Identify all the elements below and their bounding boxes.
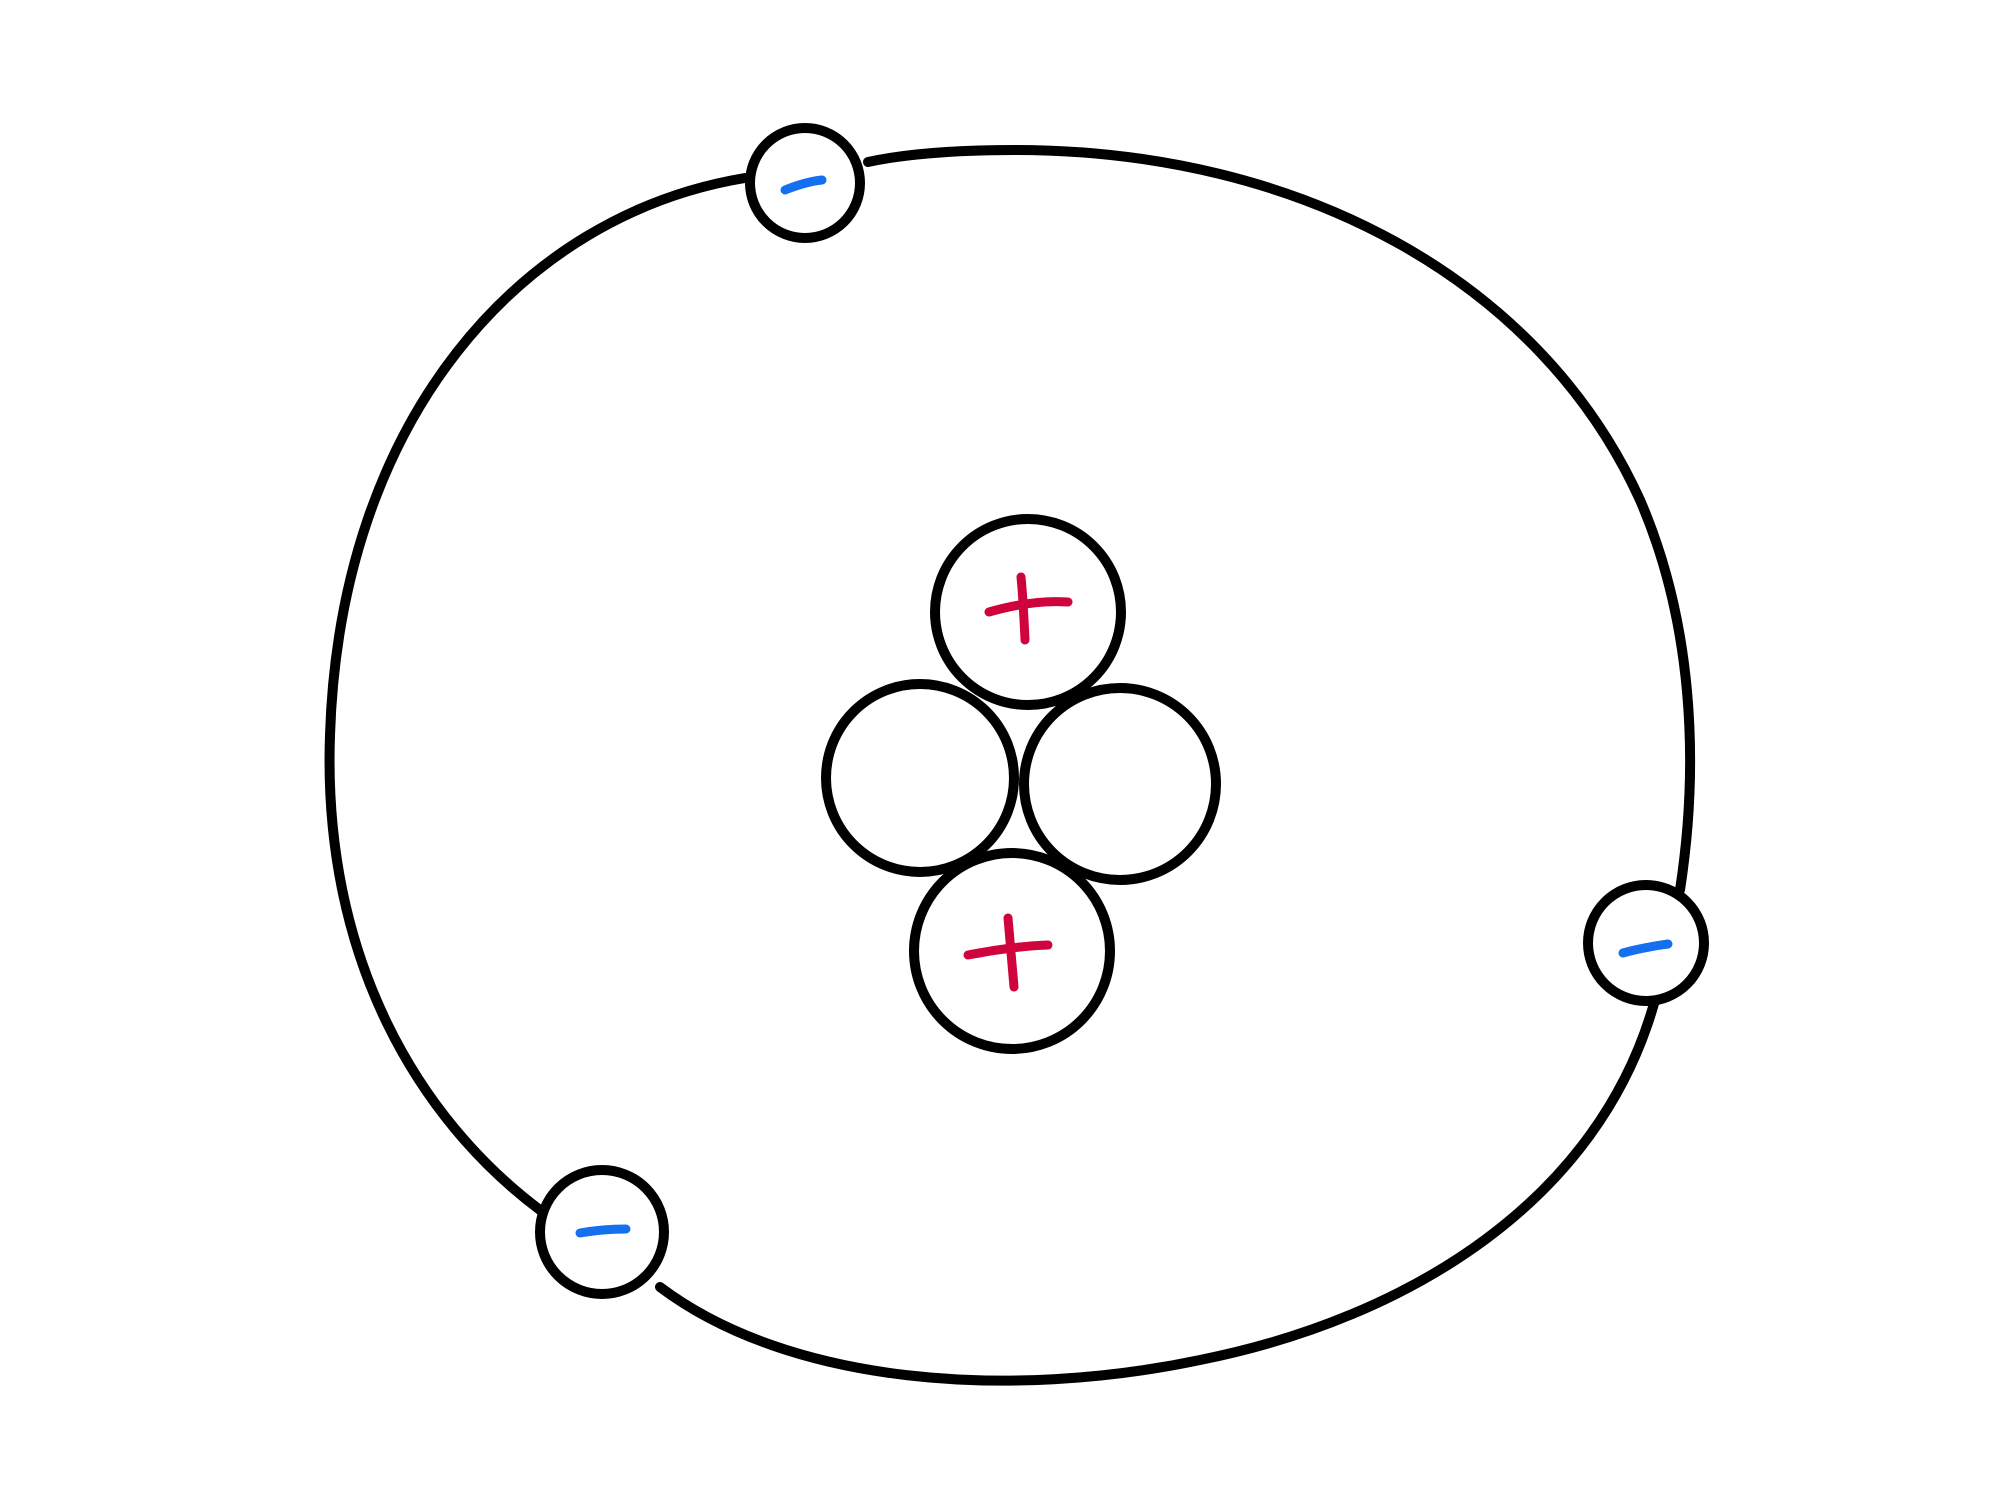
plus-icon [984, 572, 1073, 645]
neutron-left [821, 679, 1019, 877]
minus-icon [575, 1224, 631, 1238]
electron-bottom-left [535, 1165, 669, 1299]
minus-icon [1618, 939, 1673, 958]
plus-icon [963, 913, 1053, 992]
proton-bottom [909, 848, 1115, 1054]
minus-icon [780, 175, 827, 195]
electron-orbit [324, 145, 1696, 1386]
electron-top [745, 123, 865, 243]
nucleus [821, 514, 1221, 1054]
proton-top [930, 514, 1126, 710]
neutron-right [1019, 683, 1221, 885]
electron-right [1583, 880, 1709, 1006]
